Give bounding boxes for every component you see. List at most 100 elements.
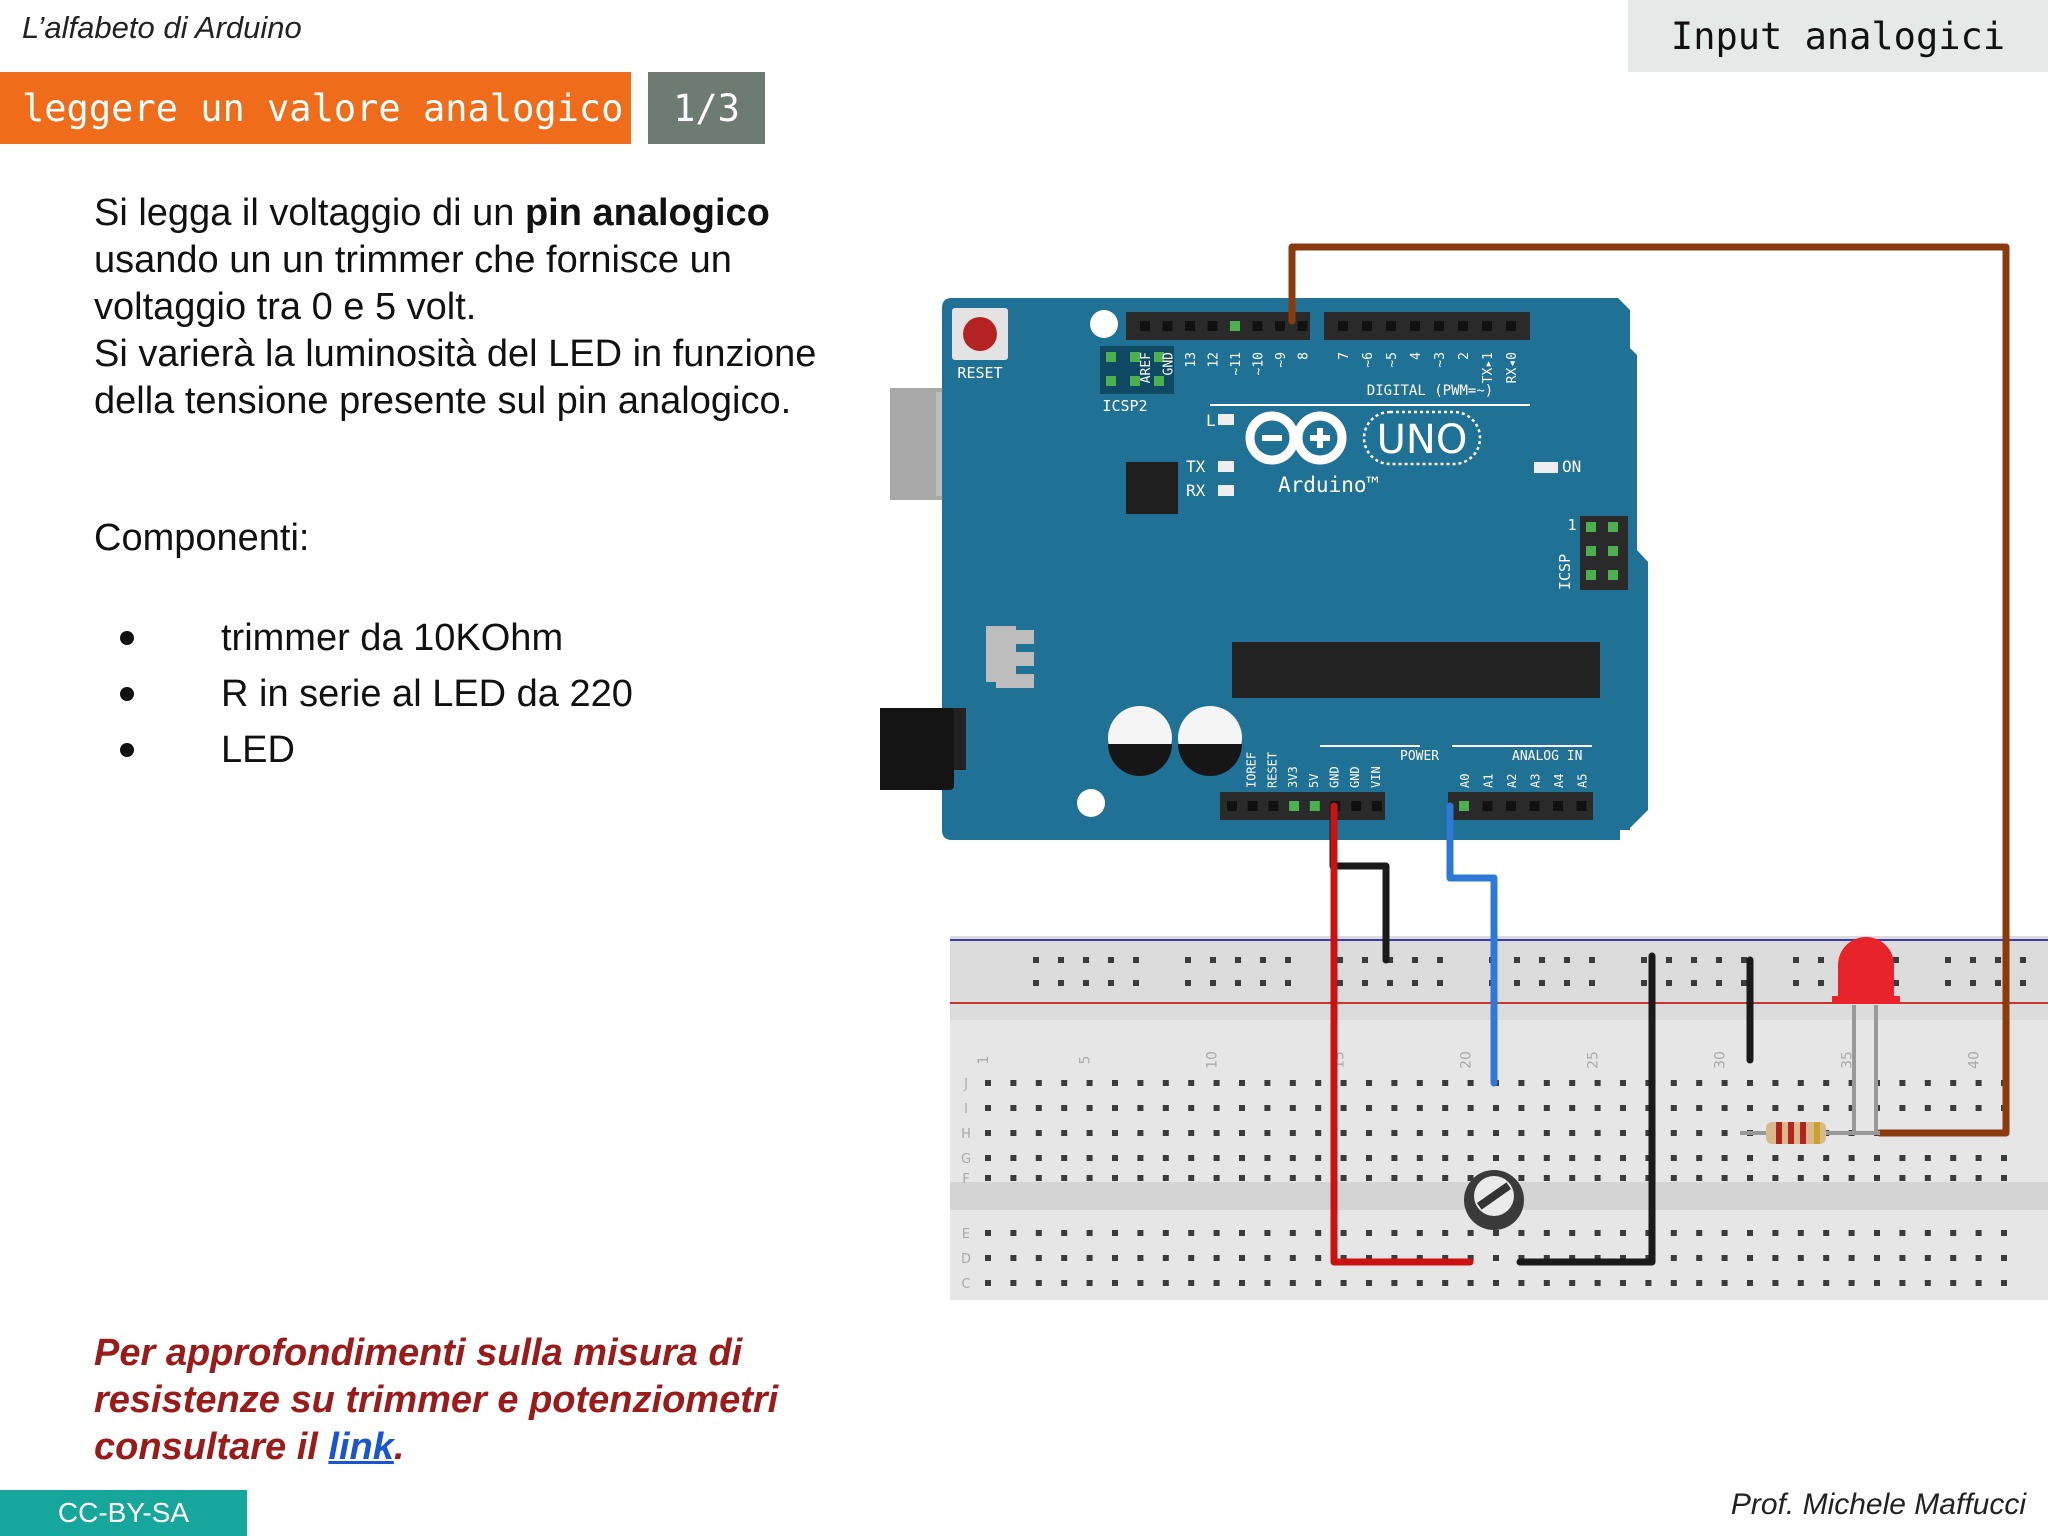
breadboard-hole [1569, 1230, 1576, 1236]
breadboard-hole [1747, 1255, 1753, 1261]
breadboard-hole [1797, 1155, 1804, 1161]
breadboard-hole [1594, 1230, 1601, 1236]
power-pin [1268, 801, 1279, 811]
breadboard-hole [1112, 1280, 1118, 1286]
breadboard-hole [1108, 957, 1114, 963]
analog-pin [1529, 801, 1540, 811]
breadboard-hole [1594, 1130, 1601, 1136]
list-item-label: LED [221, 728, 295, 771]
list-item-label: R in serie al LED da 220 [221, 672, 633, 715]
breadboard-hole [1086, 1130, 1093, 1136]
digital-pin [1162, 321, 1173, 331]
breadboard-hole [1645, 1280, 1652, 1286]
breadboard-hole [1315, 1080, 1322, 1086]
breadboard-hole [985, 1105, 991, 1111]
breadboard-hole [1797, 1230, 1804, 1236]
list-item: LED [120, 722, 633, 778]
breadboard-hole [1899, 1105, 1906, 1111]
intro-paragraph-2: Si varierà la luminosità del LED in funz… [94, 333, 817, 422]
digital-label: DIGITAL (PWM=~) [1367, 383, 1493, 399]
breadboard-hole [1899, 1255, 1906, 1261]
analog-pin-label: A5 [1576, 774, 1590, 788]
breadboard-hole [1493, 1255, 1499, 1261]
breadboard-hole [1010, 1230, 1017, 1236]
breadboard-hole [1620, 1230, 1626, 1236]
slide-title: leggere un valore analogico [0, 72, 631, 144]
breadboard-hole [1493, 1130, 1499, 1136]
breadboard-hole [1543, 1080, 1550, 1086]
breadboard-hole [1620, 1280, 1626, 1286]
breadboard-hole [1696, 1105, 1703, 1111]
breadboard-hole [1514, 957, 1520, 963]
breadboard-hole [1442, 1230, 1449, 1236]
breadboard-hole [1970, 980, 1976, 986]
row-letter: F [962, 1172, 969, 1187]
breadboard-hole [1416, 1155, 1423, 1161]
breadboard-hole [1772, 1155, 1779, 1161]
breadboard-hole [1645, 1255, 1652, 1261]
list-item: trimmer da 10KOhm [120, 610, 633, 666]
analog-pin-label: A4 [1552, 774, 1566, 788]
breadboard-hole [1975, 1255, 1982, 1261]
breadboard-hole [1594, 1280, 1601, 1286]
components-list: trimmer da 10KOhm R in serie al LED da 2… [120, 610, 633, 778]
power-pin-label: IOREF [1245, 752, 1259, 788]
analog-pin [1506, 801, 1516, 811]
resistor-band [1800, 1122, 1806, 1144]
breadboard-hole [1543, 1130, 1550, 1136]
breadboard-hole [1366, 1130, 1372, 1136]
breadboard-hole [1721, 1130, 1728, 1136]
capacitor-stripe [1178, 744, 1242, 776]
icsp-pin [1586, 570, 1596, 580]
breadboard-hole [1289, 1155, 1296, 1161]
breadboard-hole [1035, 1230, 1042, 1236]
breadboard-hole [1493, 1230, 1499, 1236]
board-pcb [942, 298, 1648, 840]
icsp2-pin [1130, 352, 1140, 362]
breadboard-hole [1162, 1255, 1169, 1261]
logo-minus-sign [1262, 435, 1282, 441]
icsp-pin [1608, 570, 1618, 580]
regulator-pin [996, 630, 1034, 644]
breadboard-hole [1264, 1280, 1271, 1286]
breadboard-hole [2001, 1230, 2007, 1236]
resistor-band [1788, 1122, 1794, 1144]
breadboard-hole [1995, 980, 2001, 986]
resistor-band [1814, 1122, 1820, 1144]
digital-pin-label: TX▸1 [1481, 352, 1496, 383]
breadboard-hole [1848, 1175, 1855, 1181]
breadboard-hole [1033, 957, 1039, 963]
breadboard-hole [1366, 1280, 1372, 1286]
wire-trimmer-gnd [1516, 952, 1656, 1266]
power-pin-label: 3V3 [1286, 766, 1300, 788]
breadboard-hole [1391, 1080, 1398, 1086]
breadboard-hole [1362, 957, 1368, 963]
led-rx [1218, 485, 1234, 496]
breadboard-hole [985, 1175, 991, 1181]
breadboard-hole [1569, 1105, 1576, 1111]
breadboard-hole [1975, 1280, 1982, 1286]
breadboard-hole [1442, 1280, 1449, 1286]
breadboard-hole [1289, 1080, 1296, 1086]
breadboard-hole [1772, 1175, 1779, 1181]
breadboard-hole [1185, 980, 1191, 986]
note-link[interactable]: link [328, 1426, 394, 1468]
breadboard-hole [1747, 1230, 1753, 1236]
breadboard-hole [1416, 1080, 1423, 1086]
power-jack [880, 708, 954, 790]
analog-pin-label: A1 [1482, 774, 1496, 788]
breadboard-hole [1391, 1255, 1398, 1261]
analog-pin [1459, 801, 1469, 811]
breadboard-hole [1188, 1230, 1195, 1236]
page-number: 1/3 [648, 72, 765, 144]
breadboard-hole [1340, 1230, 1347, 1236]
breadboard-hole [1010, 1255, 1017, 1261]
row-letter: D [961, 1252, 971, 1267]
breadboard-hole [1950, 1230, 1957, 1236]
breadboard-hole [1691, 980, 1697, 986]
breadboard-hole [1366, 1155, 1372, 1161]
breadboard-hole [1950, 1255, 1957, 1261]
breadboard-hole [1137, 1105, 1144, 1111]
digital-pin [1297, 321, 1308, 331]
intro-text-pre: Si legga il voltaggio di un [94, 192, 525, 234]
